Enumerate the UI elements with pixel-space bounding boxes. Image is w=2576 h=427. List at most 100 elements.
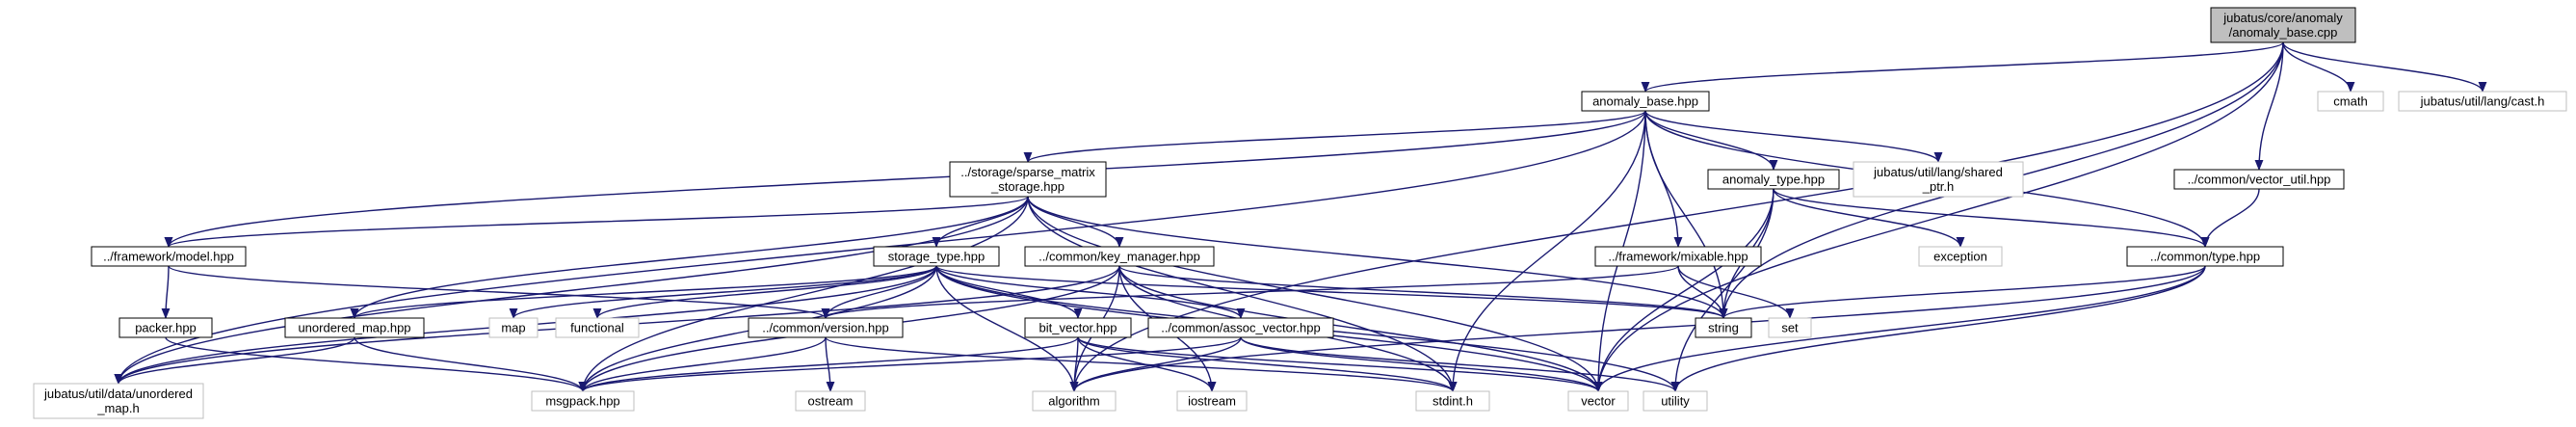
edge-mixable-to-version bbox=[821, 265, 1679, 320]
node-vector-util[interactable]: ../common/vector_util.hpp bbox=[2173, 169, 2345, 190]
edge-anomaly_base_hpp-to-string bbox=[1644, 110, 1728, 320]
edge-common_type-to-string bbox=[1719, 265, 2206, 320]
edge-storage_type-to-assoc_vector bbox=[935, 265, 1246, 320]
node-box bbox=[1707, 169, 1840, 190]
node-label: _map.h bbox=[96, 401, 139, 415]
edge-bit_vector-to-msgpack bbox=[578, 336, 1079, 393]
node-common-type[interactable]: ../common/type.hpp bbox=[2126, 246, 2284, 267]
node-label: vector bbox=[1581, 394, 1616, 409]
edge-line bbox=[1069, 336, 1079, 393]
edge-storage_type-to-bit_vector bbox=[935, 265, 1083, 320]
node-box bbox=[118, 317, 213, 338]
node-box bbox=[555, 317, 640, 338]
node-storage-type[interactable]: storage_type.hpp bbox=[873, 246, 1000, 267]
edge-packer-to-msgpack bbox=[165, 336, 588, 393]
edge-line bbox=[1240, 336, 1680, 393]
edge-line bbox=[1069, 41, 2284, 393]
edge-line bbox=[935, 265, 1246, 320]
node-iostream: iostream bbox=[1176, 390, 1248, 412]
node-unordered-map-hpp[interactable]: unordered_map.hpp bbox=[284, 317, 425, 338]
node-box bbox=[1918, 246, 2003, 267]
node-label: jubatus/util/data/unordered bbox=[43, 387, 193, 401]
edge-vector_util-to-common_type bbox=[2200, 188, 2260, 249]
node-label: /anomaly_base.cpp bbox=[2229, 25, 2338, 40]
node-box bbox=[1415, 390, 1490, 412]
node-box bbox=[1594, 246, 1762, 267]
node-label: _storage.hpp bbox=[990, 179, 1065, 194]
node-anomaly-base-hpp[interactable]: anomaly_base.hpp bbox=[1581, 91, 1710, 112]
node-label: string bbox=[1708, 321, 1739, 335]
node-label: anomaly_type.hpp bbox=[1722, 173, 1825, 187]
node-label: unordered_map.hpp bbox=[298, 321, 410, 335]
edge-storage_type-to-algorithm bbox=[935, 265, 1079, 393]
node-box bbox=[1853, 161, 2024, 198]
node-label: storage_type.hpp bbox=[888, 250, 985, 264]
edge-line bbox=[2282, 41, 2355, 93]
node-sparse-matrix-storage[interactable]: ../storage/sparse_matrix_storage.hpp bbox=[949, 161, 1107, 198]
edge-line bbox=[1644, 110, 1943, 164]
node-box bbox=[748, 317, 904, 338]
edge-assoc_vector-to-utility bbox=[1240, 336, 1680, 393]
node-model-hpp[interactable]: ../framework/model.hpp bbox=[91, 246, 247, 267]
node-version[interactable]: ../common/version.hpp bbox=[748, 317, 904, 338]
node-box bbox=[2317, 91, 2384, 112]
edge-line bbox=[1719, 265, 2206, 320]
node-box bbox=[1695, 317, 1752, 338]
edge-line bbox=[821, 265, 1679, 320]
edge-line bbox=[2282, 41, 2487, 93]
node-msgpack: msgpack.hpp bbox=[531, 390, 635, 412]
edge-line bbox=[164, 110, 1646, 249]
node-key-manager[interactable]: ../common/key_manager.hpp bbox=[1024, 246, 1215, 267]
edge-line bbox=[2200, 188, 2260, 249]
edge-sparse_matrix_storage-to-string bbox=[1027, 196, 1728, 320]
edge-line bbox=[1069, 336, 1242, 393]
node-label: ../framework/mixable.hpp bbox=[1608, 250, 1748, 264]
edge-line bbox=[1240, 336, 1603, 393]
node-set: set bbox=[1768, 317, 1812, 338]
edge-line bbox=[1593, 265, 2206, 393]
edge-bit_vector-to-stdint bbox=[1077, 336, 1458, 393]
node-box bbox=[488, 317, 539, 338]
edge-line bbox=[1773, 188, 2210, 249]
node-bit-vector[interactable]: bit_vector.hpp bbox=[1024, 317, 1132, 338]
node-label: ../framework/model.hpp bbox=[103, 250, 234, 264]
edge-version-to-stdint bbox=[825, 336, 1458, 393]
edge-line bbox=[1027, 196, 1728, 320]
node-algorithm: algorithm bbox=[1032, 390, 1117, 412]
edge-sparse_matrix_storage-to-model_hpp bbox=[164, 196, 1029, 249]
edge-line bbox=[1069, 265, 2206, 393]
edge-key_manager-to-vector bbox=[1118, 265, 1603, 393]
edge-anomaly_type-to-vector bbox=[1593, 188, 1774, 393]
node-vector: vector bbox=[1567, 390, 1629, 412]
node-label: ostream bbox=[808, 394, 854, 409]
edge-common_type-to-vector bbox=[1593, 265, 2206, 393]
edge-unordered_map_hpp-to-msgpack bbox=[354, 336, 588, 393]
edge-assoc_vector-to-msgpack bbox=[578, 336, 1242, 393]
node-label: algorithm bbox=[1048, 394, 1099, 409]
edge-line bbox=[1644, 110, 1728, 320]
edge-common_type-to-utility bbox=[1670, 265, 2206, 393]
edge-version-to-msgpack bbox=[578, 336, 827, 393]
node-assoc-vector[interactable]: ../common/assoc_vector.hpp bbox=[1147, 317, 1334, 338]
edge-line bbox=[1027, 196, 1458, 393]
edge-line bbox=[1077, 336, 1458, 393]
edge-storage_type-to-string bbox=[935, 265, 1728, 320]
node-anomaly-type[interactable]: anomaly_type.hpp bbox=[1707, 169, 1840, 190]
node-mixable[interactable]: ../framework/mixable.hpp bbox=[1594, 246, 1762, 267]
node-label: ../storage/sparse_matrix bbox=[960, 165, 1095, 179]
edge-line bbox=[578, 336, 1079, 393]
edge-sparse_matrix_storage-to-stdint bbox=[1027, 196, 1458, 393]
node-packer[interactable]: packer.hpp bbox=[118, 317, 213, 338]
node-box bbox=[1024, 246, 1215, 267]
node-string[interactable]: string bbox=[1695, 317, 1752, 338]
node-label: msgpack.hpp bbox=[545, 394, 619, 409]
edge-storage_type-to-unordered_map_hpp bbox=[350, 265, 937, 320]
node-box bbox=[1567, 390, 1629, 412]
edge-root-to-vector_util bbox=[2254, 41, 2284, 172]
edge-unordered_map_hpp-to-unordered_map_h bbox=[114, 336, 355, 386]
node-box bbox=[33, 383, 204, 419]
edge-line bbox=[164, 196, 1029, 249]
node-label: packer.hpp bbox=[135, 321, 197, 335]
edge-line bbox=[168, 265, 830, 320]
node-box bbox=[1176, 390, 1248, 412]
